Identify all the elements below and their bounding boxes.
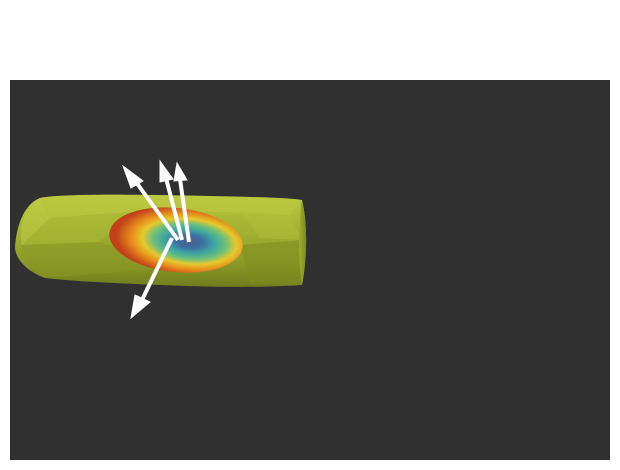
cylinder-end-cap bbox=[299, 200, 307, 285]
arrow-icon bbox=[130, 237, 174, 320]
3d-viewport[interactable] bbox=[10, 80, 610, 460]
mesh-facet-mid bbox=[22, 212, 130, 245]
mesh-facet-right-low bbox=[240, 240, 302, 285]
mesh-facet-left bbox=[20, 198, 50, 245]
mesh-facet-lower bbox=[21, 242, 171, 278]
vector-glyphs bbox=[121, 159, 191, 320]
arrow-icon bbox=[121, 164, 180, 242]
mesh-facet-top bbox=[40, 195, 302, 218]
mesh-facet-right-top bbox=[240, 210, 302, 240]
arrow-icon bbox=[159, 159, 184, 241]
3d-scene[interactable] bbox=[10, 80, 610, 460]
arrow-icon bbox=[173, 161, 191, 243]
